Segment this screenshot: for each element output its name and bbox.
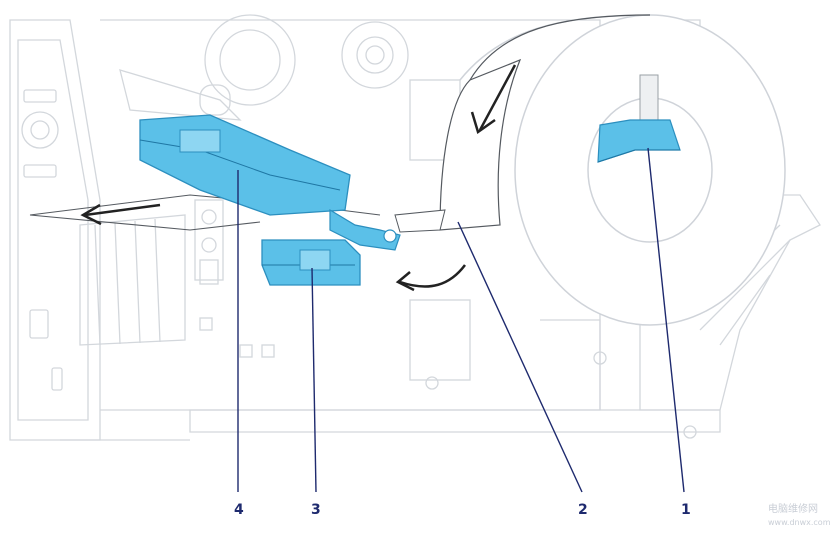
callout-leaders [237, 147, 685, 493]
arrow-curved [399, 264, 466, 288]
leader-2 [457, 221, 583, 493]
media-roll [459, 14, 786, 326]
leader-1 [647, 147, 685, 493]
arrow-left [84, 203, 161, 217]
watermark: 电脑维修网 www.dnwx.com [768, 502, 831, 527]
callout-2: 2 [578, 502, 588, 518]
arrow-down [478, 64, 517, 131]
callout-1: 1 [681, 502, 691, 518]
callout-4: 4 [234, 502, 244, 518]
arrow-left-head [80, 203, 102, 226]
leader-3 [311, 267, 317, 493]
platen-roller-assembly [261, 239, 361, 286]
watermark-line1: 电脑维修网 [768, 502, 818, 515]
arrow-down-head [470, 111, 496, 135]
media-flow-arrows [80, 64, 517, 292]
printhead-assembly [139, 114, 401, 251]
watermark-line2: www.dnwx.com [768, 518, 831, 527]
callout-labels: 4 3 2 1 [234, 502, 691, 518]
media-supply-guide [597, 74, 681, 163]
callout-3: 3 [311, 502, 321, 518]
arrow-curved-head [395, 271, 415, 292]
